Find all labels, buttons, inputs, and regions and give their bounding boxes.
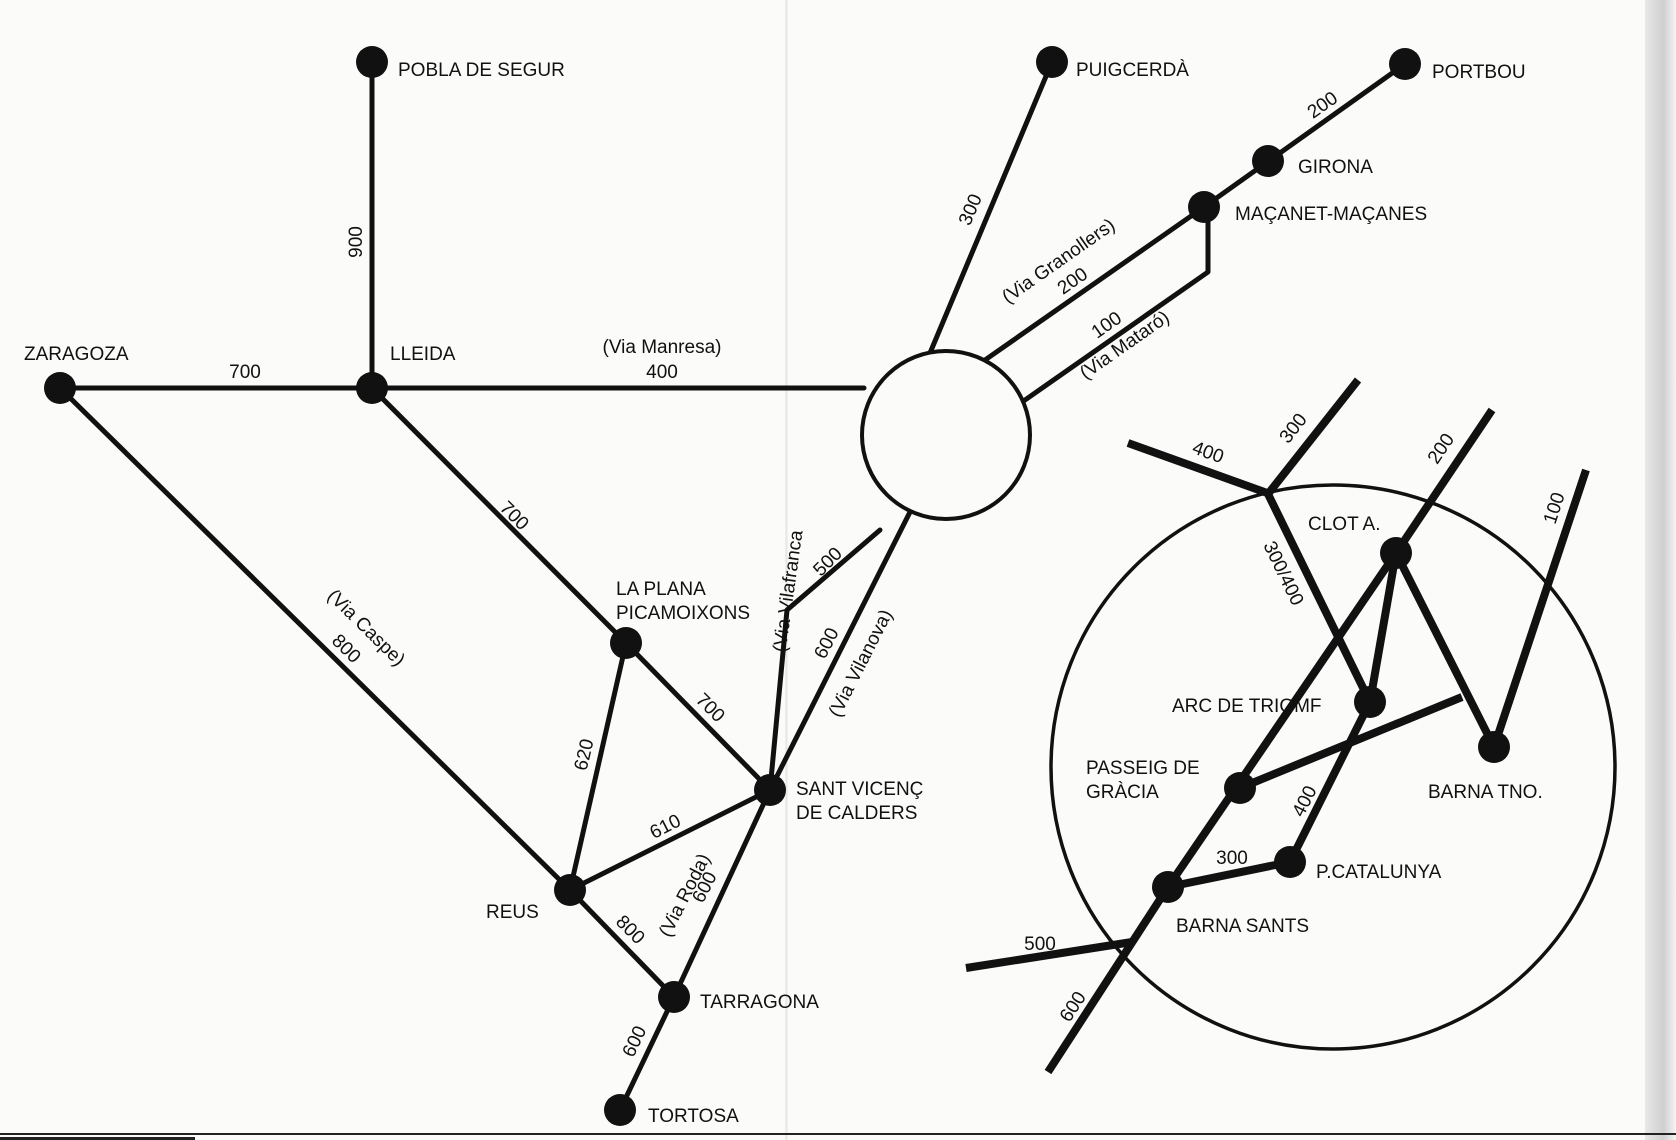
- inset-passeig-tno: [1238, 693, 1464, 792]
- route-620: 620: [571, 737, 599, 773]
- station-dot-sant-vicenc[interactable]: [754, 774, 786, 806]
- page-fold: [785, 0, 788, 1140]
- station-dot-arc-de-triomf[interactable]: [1354, 686, 1386, 718]
- label-pobla-de-segur: POBLA DE SEGUR: [398, 60, 565, 81]
- label-puigcerda: PUIGCERDÀ: [1076, 60, 1189, 81]
- label-clot: CLOT A.: [1308, 514, 1381, 535]
- route-via-granollers: (Via Granollers): [998, 215, 1119, 308]
- label-la-plana: LA PLANA: [616, 579, 706, 600]
- inset-line-500: [965, 938, 1133, 972]
- route-via-vilafranca: (Via Vilafranca: [770, 529, 808, 654]
- route-500-vilafranca: 500: [809, 543, 846, 580]
- line-lleida-plana: [369, 385, 629, 646]
- station-dot-girona[interactable]: [1252, 145, 1284, 177]
- route-700-zaragoza: 700: [229, 362, 261, 383]
- line-mataro: [1022, 204, 1211, 403]
- label-macanet: MAÇANET-MAÇANES: [1235, 204, 1427, 225]
- route-700-lleida-plana: 700: [495, 497, 532, 534]
- route-200-portbou: 200: [1304, 88, 1342, 123]
- station-dot-p-catalunya[interactable]: [1274, 846, 1306, 878]
- station-dot-lleida[interactable]: [356, 372, 388, 404]
- station-dot-reus[interactable]: [554, 874, 586, 906]
- line-vilafranca: [767, 527, 883, 793]
- label-arc-de-triomf: ARC DE TRIOMF: [1172, 696, 1322, 717]
- station-dot-barna-tno[interactable]: [1478, 731, 1510, 763]
- station-dot-portbou[interactable]: [1389, 48, 1421, 80]
- station-dot-pobla[interactable]: [356, 46, 388, 78]
- line-puigcerda: [927, 59, 1055, 356]
- label-tarragona: TARRAGONA: [700, 992, 819, 1013]
- label-lleida: LLEIDA: [390, 344, 456, 365]
- inset-line-300: [1264, 377, 1362, 497]
- line-tarragona-tortosa: [617, 994, 677, 1113]
- station-dot-clot[interactable]: [1380, 537, 1412, 569]
- route-via-manresa: (Via Manresa): [603, 337, 722, 358]
- barcelona-inset: [965, 377, 1617, 1075]
- label-zaragoza: ZARAGOZA: [24, 344, 129, 365]
- station-dot-tarragona[interactable]: [658, 981, 690, 1013]
- station-dot-macanet[interactable]: [1188, 191, 1220, 223]
- barcelona-circle: [860, 349, 1032, 521]
- label-picamoixons: PICAMOIXONS: [616, 603, 750, 624]
- label-p-catalunya: P.CATALUNYA: [1316, 862, 1442, 883]
- line-zaragoza-reus: [57, 385, 573, 893]
- page-edge: [1645, 0, 1676, 1140]
- station-dot-zaragoza[interactable]: [44, 372, 76, 404]
- line-reus-tarragona: [567, 887, 677, 1000]
- inset-line-100: [1490, 468, 1590, 749]
- route-800-reus-tarragona: 800: [611, 911, 648, 948]
- route-900: 900: [346, 226, 367, 258]
- station-dots: [44, 46, 1510, 1126]
- inset-line-200-to-sants: [1164, 550, 1400, 890]
- inset-route-500: 500: [1024, 934, 1056, 955]
- route-610: 610: [647, 811, 685, 844]
- station-dot-puigcerda[interactable]: [1036, 46, 1068, 78]
- label-barna-tno: BARNA TNO.: [1428, 782, 1543, 803]
- route-700-plana-sant-vicenc: 700: [691, 689, 728, 726]
- inset-arc-pcatalunya: [1286, 700, 1374, 864]
- label-barna-sants: BARNA SANTS: [1176, 916, 1309, 937]
- label-de-calders: DE CALDERS: [796, 803, 917, 824]
- line-macanet-portbou: [1201, 61, 1408, 210]
- station-dot-la-plana[interactable]: [610, 627, 642, 659]
- line-plana-sant-vicenc: [623, 640, 773, 793]
- route-labels: 900 700 (Via Manresa) 400 700 (Via Caspe…: [229, 88, 1342, 1061]
- line-reus-sant-vicenc: [567, 787, 773, 893]
- label-sant-vicenc: SANT VICENÇ: [796, 779, 923, 800]
- inset-clot-arc: [1366, 552, 1400, 703]
- line-granollers: [982, 204, 1207, 363]
- inset-circle: [1049, 483, 1617, 1051]
- station-dot-tortosa[interactable]: [604, 1094, 636, 1126]
- label-portbou: PORTBOU: [1432, 62, 1526, 83]
- label-girona: GIRONA: [1298, 157, 1373, 178]
- inset-sants-pcatalunya: [1167, 858, 1291, 891]
- route-400-manresa: 400: [646, 362, 678, 383]
- main-lines: [57, 59, 1408, 1113]
- route-800-caspe: 800: [327, 630, 364, 667]
- label-passeig-de: PASSEIG DE: [1086, 758, 1200, 779]
- inset-line-400: [1126, 439, 1272, 498]
- route-via-mataro: (Via Mataró): [1076, 307, 1173, 384]
- inset-route-300-400: 300/400: [1258, 538, 1307, 609]
- label-tortosa: TORTOSA: [648, 1106, 739, 1127]
- station-dot-barna-sants[interactable]: [1152, 871, 1184, 903]
- inset-clot-tno: [1392, 551, 1498, 749]
- line-sant-vicenc-tarragona: [671, 787, 773, 1000]
- label-gracia: GRÀCIA: [1086, 782, 1159, 803]
- line-plana-reus: [567, 640, 629, 893]
- inset-line-200: [1392, 407, 1496, 556]
- station-dot-passeig-de-gracia[interactable]: [1224, 772, 1256, 804]
- station-labels: POBLA DE SEGUR PUIGCERDÀ PORTBOU GIRONA …: [24, 60, 1543, 1127]
- label-reus: REUS: [486, 902, 539, 923]
- bottom-stub: [0, 1137, 195, 1140]
- inset-line-300-400: [1264, 492, 1374, 704]
- line-vilanova: [767, 509, 913, 793]
- bottom-border: [0, 1133, 1676, 1135]
- inset-route-300b: 300: [1216, 848, 1248, 869]
- inset-line-600: [1044, 884, 1172, 1075]
